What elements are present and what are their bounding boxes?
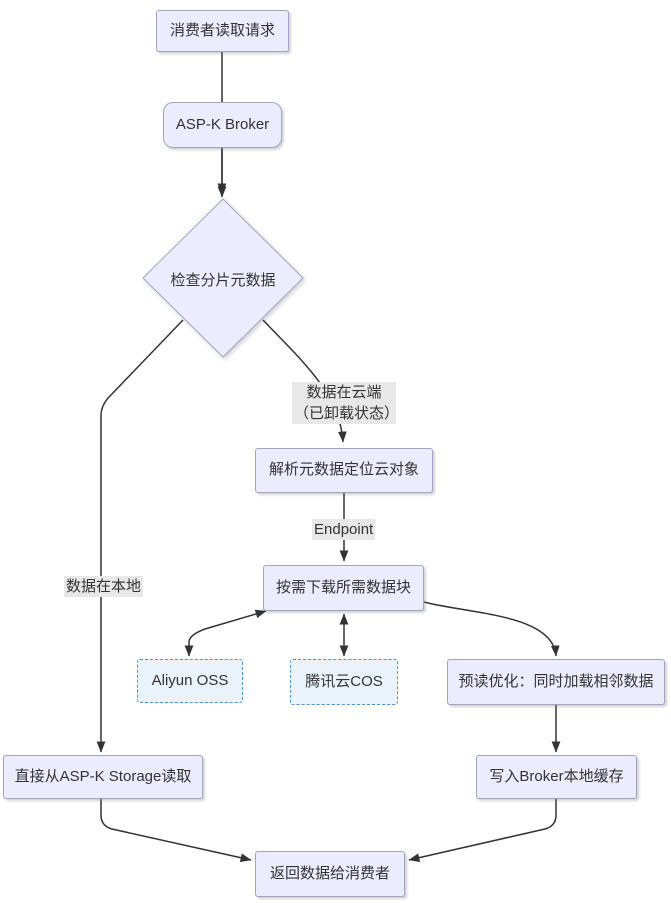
edge-label-cloud: 数据在云端 （已卸载状态）: [292, 382, 400, 424]
node-aliyun-oss-label: Aliyun OSS: [151, 671, 229, 689]
edge-cache-to-return: [408, 799, 557, 862]
edge-local-read-to-return: [100, 799, 252, 863]
node-local-read-label: 直接从ASP-K Storage读取: [14, 767, 192, 785]
edge-check-to-parse: [262, 319, 347, 443]
node-consumer-request-label: 消费者读取请求: [169, 21, 275, 39]
node-return-consumer: 返回数据给消费者: [255, 851, 405, 897]
edge-label-local: 数据在本地: [64, 576, 144, 597]
edge-download-to-readahead: [423, 601, 560, 657]
node-parse-metadata-label: 解析元数据定位云对象: [268, 461, 419, 479]
node-write-cache: 写入Broker本地缓存: [476, 755, 637, 799]
edge-label-endpoint: Endpoint: [312, 519, 376, 540]
edge-label-cloud-line2: （已卸载状态）: [294, 405, 400, 422]
check-metadata-diamond: [142, 198, 304, 358]
node-download-blocks-label: 按需下载所需数据块: [275, 578, 411, 596]
node-readahead: 预读优化：同时加载相邻数据: [447, 659, 665, 705]
node-tencent-cos-label: 腾讯云COS: [305, 672, 383, 690]
node-broker: ASP-K Broker: [163, 102, 282, 148]
node-consumer-request: 消费者读取请求: [156, 10, 289, 52]
node-parse-metadata: 解析元数据定位云对象: [255, 448, 433, 493]
node-aliyun-oss: Aliyun OSS: [137, 659, 243, 703]
node-tencent-cos: 腾讯云COS: [290, 659, 398, 705]
node-local-read: 直接从ASP-K Storage读取: [3, 755, 203, 799]
node-check-metadata-label: 检查分片元数据: [170, 272, 276, 289]
edge-download-aliyun-bidir: [184, 609, 267, 657]
edge-check-to-local-read: [96, 319, 184, 753]
node-broker-label: ASP-K Broker: [175, 115, 270, 133]
node-download-blocks: 按需下载所需数据块: [263, 565, 424, 611]
node-readahead-label: 预读优化：同时加载相邻数据: [458, 672, 654, 690]
node-write-cache-label: 写入Broker本地缓存: [489, 767, 624, 785]
edge-label-cloud-line1: 数据在云端: [306, 384, 382, 401]
node-return-consumer-label: 返回数据给消费者: [269, 864, 390, 882]
